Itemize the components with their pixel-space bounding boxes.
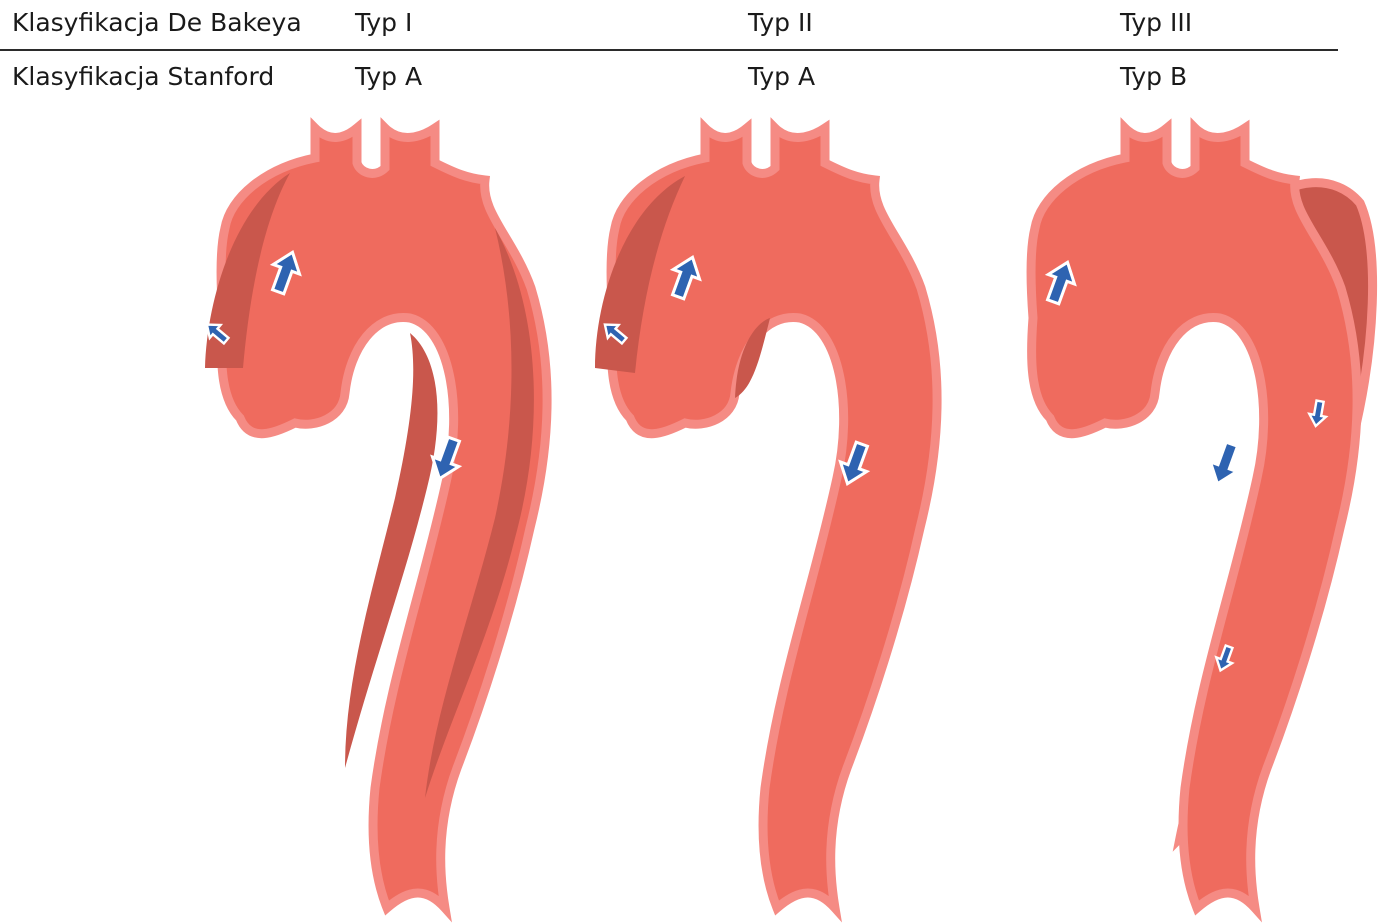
aorta-type-2	[595, 128, 937, 908]
arrow-down-icon	[1204, 439, 1245, 488]
aorta-type-3	[1031, 128, 1373, 908]
aorta-type-1	[201, 128, 547, 908]
